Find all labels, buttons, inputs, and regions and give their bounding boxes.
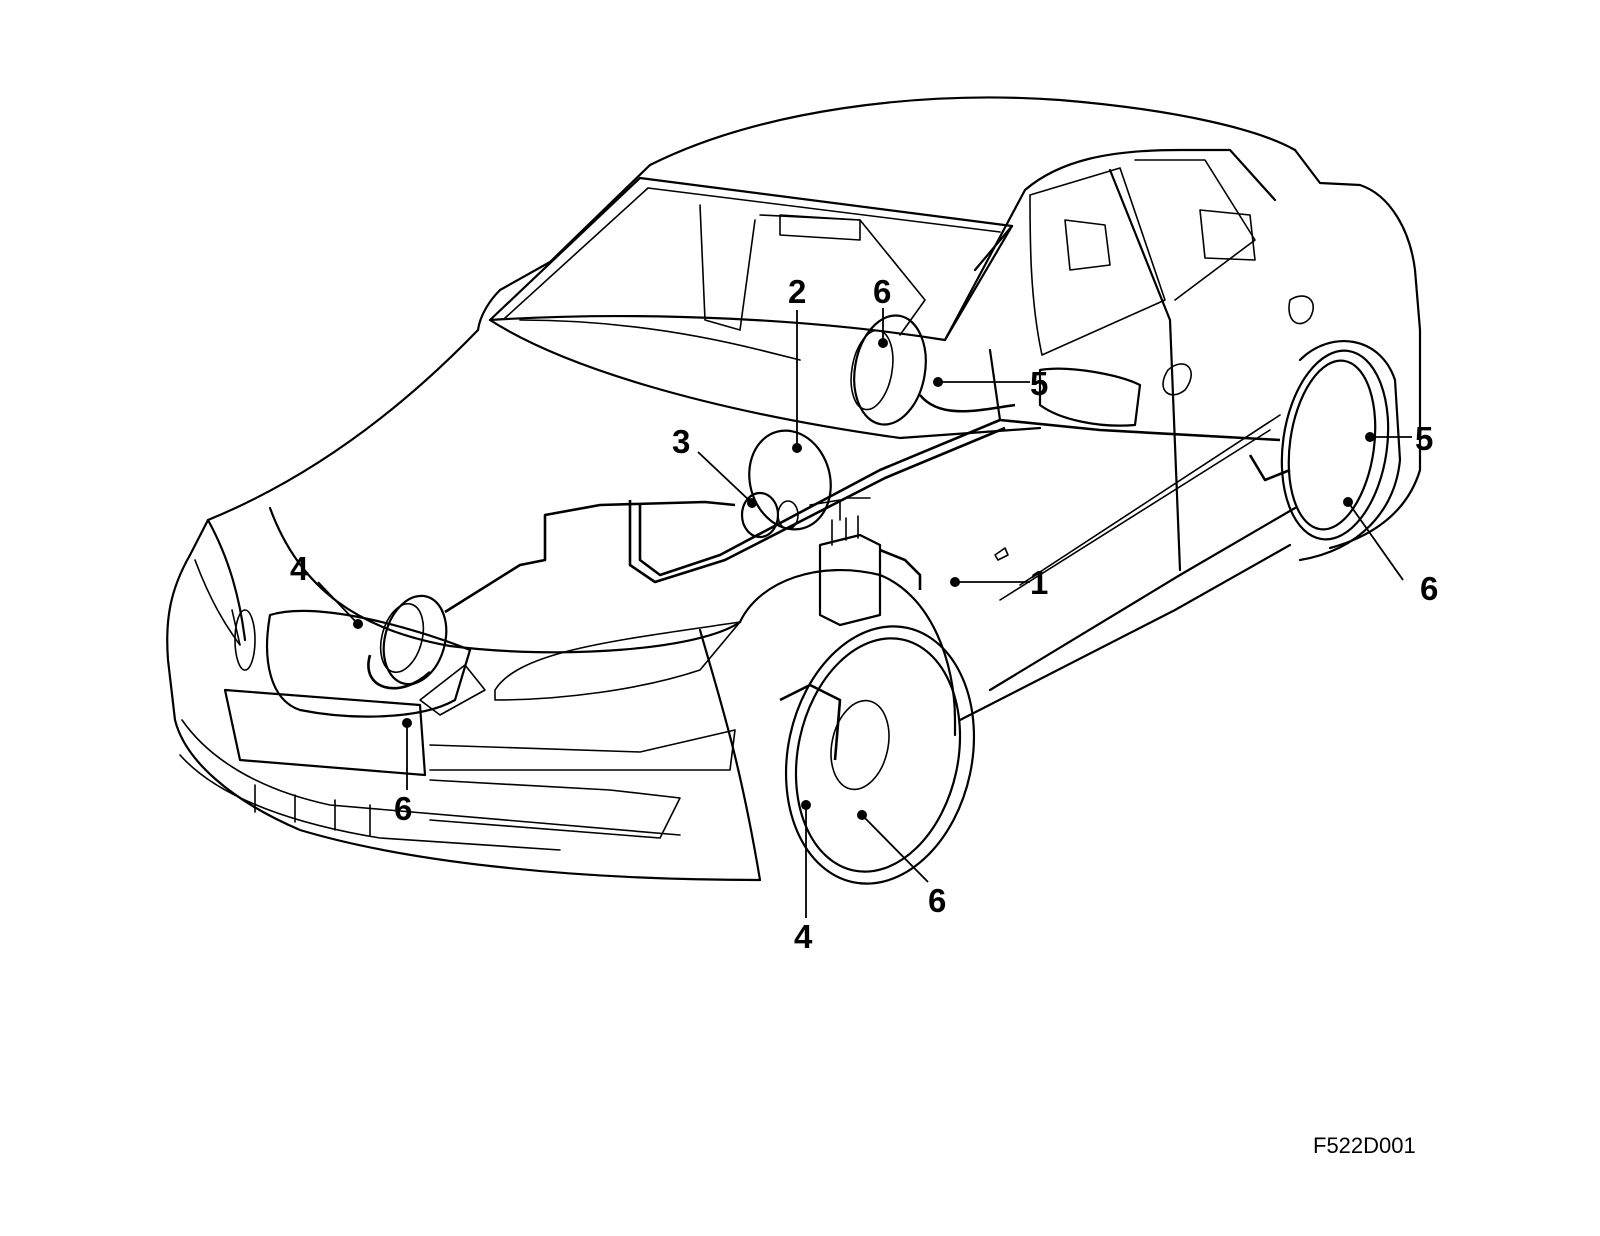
callout-1: 1 (1030, 564, 1048, 601)
callout-leaders (317, 308, 1412, 918)
figure-code: F522D001 (1313, 1133, 1416, 1158)
car-body-outline (166, 96, 1422, 882)
callout-4-front-left: 4 (290, 550, 309, 587)
brake-lines (367, 394, 1291, 761)
callout-5-rear-left: 5 (1030, 365, 1048, 402)
callout-6-rear-left: 6 (873, 273, 891, 310)
callout-6-rear-right: 6 (1420, 570, 1438, 607)
brake-components (740, 429, 882, 627)
callout-6-front-left: 6 (394, 790, 412, 827)
callout-5-rear-right: 5 (1415, 420, 1433, 457)
wheels (379, 314, 1390, 885)
callout-2: 2 (788, 273, 806, 310)
callout-4-front-right: 4 (794, 918, 813, 955)
callout-labels: 1 2 3 4 4 5 5 6 6 6 6 (290, 273, 1438, 955)
callout-3: 3 (672, 423, 690, 460)
callout-6-front-right: 6 (928, 882, 946, 919)
